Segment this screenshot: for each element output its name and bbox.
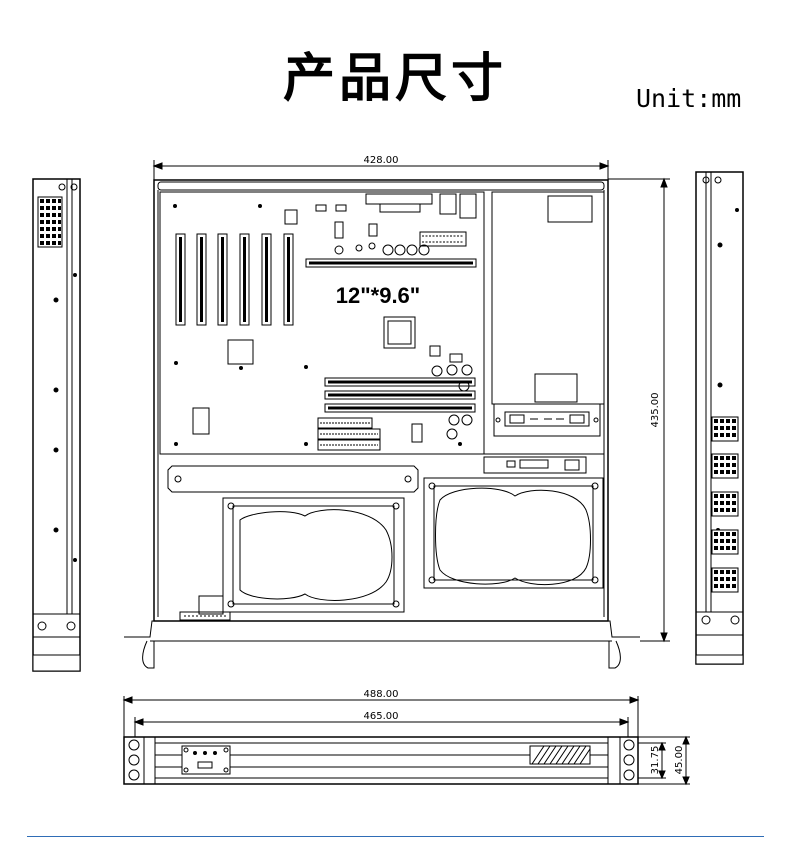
dim-front-inner-height-label: 31.75 — [650, 746, 661, 775]
dim-depth-label: 435.00 — [650, 393, 661, 428]
dim-line-488 — [122, 696, 640, 737]
right-vent-grilles — [711, 416, 739, 593]
front-bracket — [160, 453, 604, 493]
motherboard-size-label: 12"*9.6" — [336, 283, 420, 308]
dim-line-465 — [133, 717, 630, 737]
fan-right — [423, 477, 604, 589]
unit-label: Unit:mm — [636, 84, 742, 113]
dim-line-435 — [608, 177, 670, 643]
left-vent-grille — [37, 196, 63, 248]
front-vent — [529, 745, 591, 765]
fan-left — [222, 497, 405, 613]
motherboard — [159, 191, 485, 455]
left-side-view — [32, 178, 81, 672]
bottom-divider — [27, 836, 764, 837]
power-supply — [491, 191, 605, 437]
right-side-view — [695, 171, 744, 665]
dim-front-body-width-label: 465.00 — [364, 711, 399, 722]
dim-line-31-75 — [638, 741, 666, 780]
dim-front-overall-width-label: 488.00 — [364, 689, 399, 700]
dim-front-height-label: 45.00 — [674, 746, 685, 775]
page-title: 产品尺寸 — [282, 49, 507, 109]
dim-line-428 — [152, 160, 610, 180]
dim-top-width-label: 428.00 — [364, 155, 399, 166]
front-io-board — [179, 595, 231, 621]
dim-line-45 — [638, 735, 690, 786]
